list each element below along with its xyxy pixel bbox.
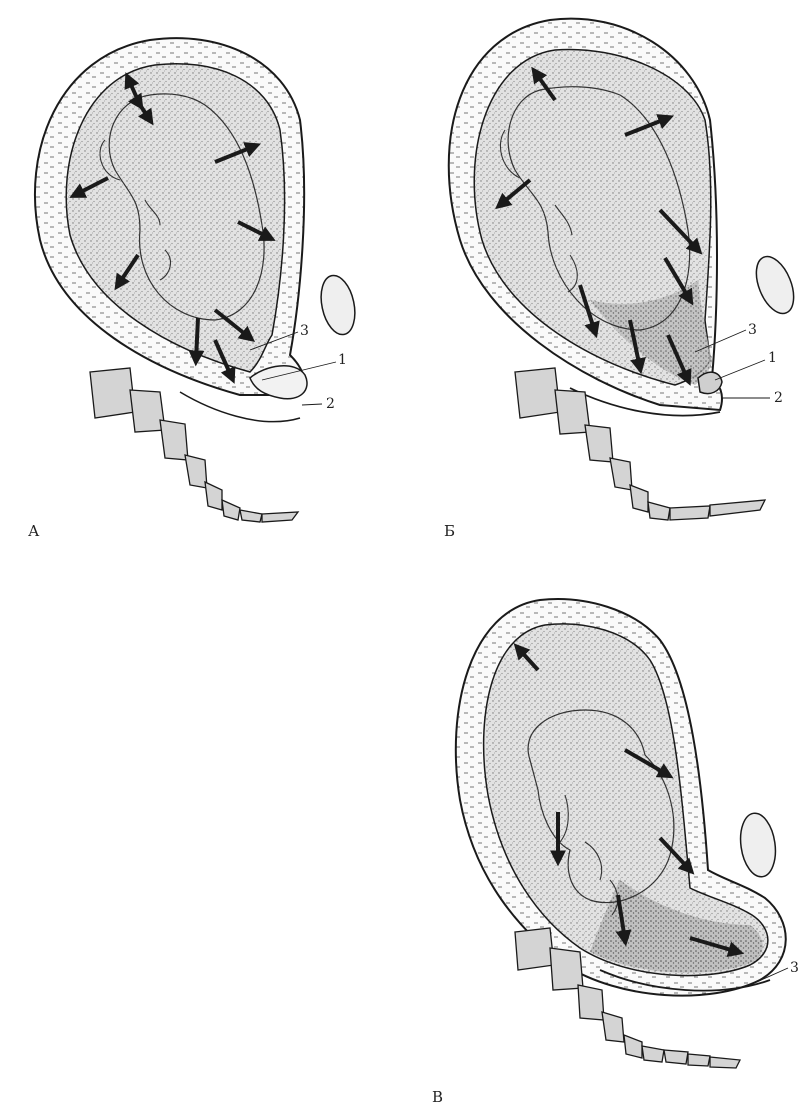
vertebra-icon [664, 1050, 688, 1064]
vertebra-icon [630, 485, 648, 512]
vertebra-icon [578, 985, 604, 1020]
vertebra-icon [130, 390, 165, 432]
vertebra-icon [710, 1057, 740, 1068]
panel-c: 3 В [420, 580, 800, 1115]
pressure-arrow-icon [196, 318, 198, 360]
panel-b-drawing: 3 1 2 [420, 0, 800, 560]
vertebra-icon [610, 458, 632, 490]
vertebra-icon [585, 425, 613, 462]
callout-2: 2 [326, 396, 335, 412]
panel-b: 3 1 2 Б [420, 0, 800, 560]
vertebra-icon [90, 368, 135, 418]
vertebra-icon [710, 500, 765, 516]
callout-3: 3 [790, 960, 799, 976]
vertebra-icon [550, 948, 583, 990]
panel-a-drawing: 3 1 2 [0, 0, 400, 560]
vertebra-icon [160, 420, 188, 460]
panel-label-c: В [432, 1088, 443, 1106]
panel-c-drawing: 3 [420, 580, 800, 1115]
panel-label-b: Б [444, 522, 455, 540]
vertebra-icon [688, 1054, 710, 1066]
panel-label-a: А [28, 522, 39, 540]
callout-3: 3 [748, 322, 757, 338]
vertebra-icon [515, 928, 554, 970]
vertebra-icon [602, 1012, 624, 1042]
pubic-bone-icon [749, 251, 800, 319]
vertebra-icon [185, 455, 207, 488]
callout-3: 3 [300, 323, 309, 339]
callout-1: 1 [338, 352, 347, 368]
vertebra-icon [624, 1035, 642, 1058]
vertebra-icon [205, 482, 222, 510]
panel-a: 3 1 2 А [0, 0, 400, 560]
vertebra-icon [642, 1046, 664, 1062]
pubic-bone-icon [737, 811, 780, 879]
vertebra-icon [670, 506, 710, 520]
callout-1: 1 [768, 350, 777, 366]
pubic-bone-icon [316, 272, 360, 337]
vertebra-icon [222, 500, 240, 520]
vertebra-icon [515, 368, 560, 418]
vertebra-icon [240, 510, 262, 522]
callout-2: 2 [774, 390, 783, 406]
vertebra-icon [262, 512, 298, 522]
vertebra-icon [648, 502, 670, 520]
